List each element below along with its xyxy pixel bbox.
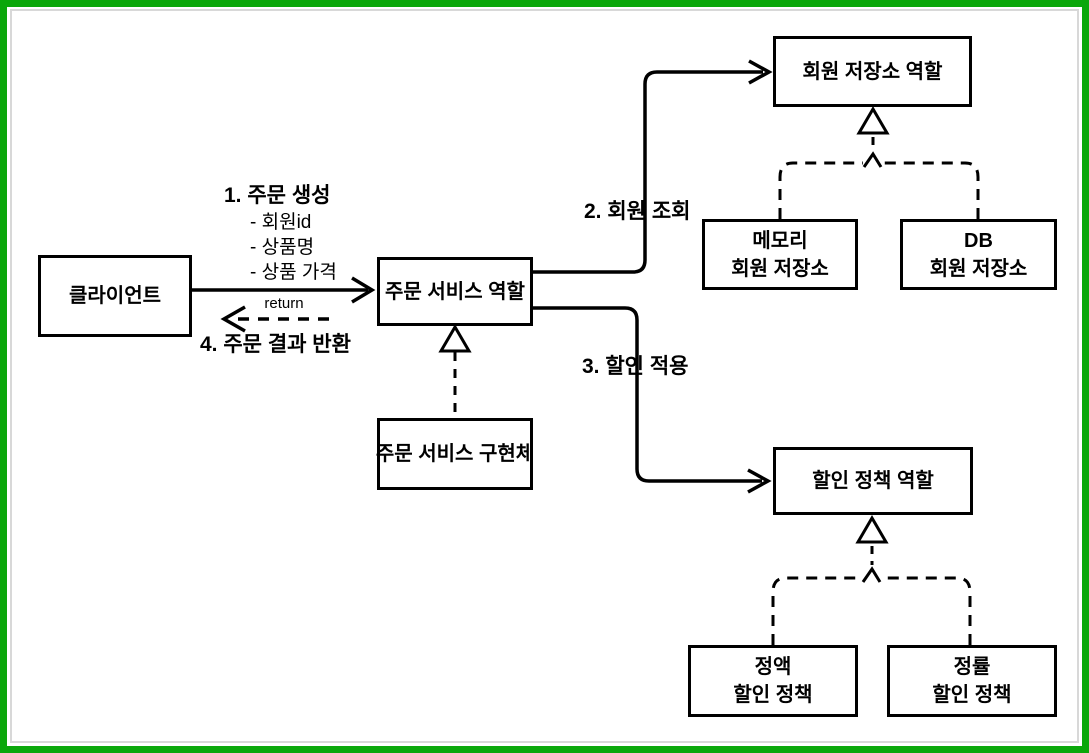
arrow-member-lookup [533, 59, 773, 274]
arrow-return [220, 305, 333, 333]
box-db-member-repo-line1: DB [964, 229, 993, 252]
diagram-page [7, 7, 1082, 746]
box-memory-member-repo-line2: 회원 저장소 [731, 257, 829, 280]
merge-caret-member [862, 151, 883, 168]
label-step1-params: - 회원id - 상품명 - 상품 가격 [250, 210, 337, 285]
box-db-member-repo: DB 회원 저장소 [900, 219, 1057, 290]
box-fixed-discount-policy: 정액 할인 정책 [688, 645, 858, 717]
arrow-order-create [192, 276, 376, 304]
box-discount-policy-role: 할인 정책 역할 [773, 447, 973, 515]
box-member-repo-role-label: 회원 저장소 역할 [802, 60, 943, 83]
label-step1-param-item-price: - 상품 가격 [250, 262, 337, 283]
label-step3-discount-apply: 3. 할인 적용 [582, 355, 689, 378]
box-discount-policy-role-label: 할인 정책 역할 [812, 470, 934, 492]
realization-discount-policies [771, 515, 972, 645]
label-step4-order-result: 4. 주문 결과 반환 [200, 333, 351, 356]
box-rate-discount-policy: 정률 할인 정책 [887, 645, 1057, 717]
box-order-service-impl-label: 주문 서비스 구현체 [375, 443, 535, 465]
box-fixed-discount-policy-line2: 할인 정책 [733, 684, 813, 706]
label-step2-member-lookup: 2. 회원 조회 [584, 200, 691, 223]
box-memory-member-repo: 메모리 회원 저장소 [702, 219, 858, 290]
box-order-service-role: 주문 서비스 역할 [377, 257, 533, 326]
label-step1-param-member-id: - 회원id [250, 212, 312, 233]
realization-order-service [438, 324, 472, 418]
box-rate-discount-policy-line1: 정률 [953, 656, 991, 678]
label-step1-order-create: 1. 주문 생성 [224, 184, 331, 207]
box-memory-member-repo-line1: 메모리 [752, 229, 808, 252]
box-order-service-role-label: 주문 서비스 역할 [385, 280, 525, 303]
box-client: 클라이언트 [38, 255, 192, 337]
box-rate-discount-policy-line2: 할인 정책 [932, 684, 1012, 706]
hollow-triangle-member [856, 106, 890, 135]
page-inner-border [10, 9, 1079, 743]
box-order-service-impl: 주문 서비스 구현체 [375, 418, 535, 490]
box-client-label: 클라이언트 [69, 285, 161, 307]
hollow-triangle-discount [855, 515, 889, 544]
label-return: return [264, 295, 304, 312]
merge-caret-discount [861, 566, 882, 583]
realization-member-repos [778, 106, 980, 219]
box-fixed-discount-policy-line1: 정액 [754, 656, 792, 678]
box-db-member-repo-line2: 회원 저장소 [929, 257, 1028, 280]
box-member-repo-role: 회원 저장소 역할 [773, 36, 972, 107]
label-step1-param-item-name: - 상품명 [250, 237, 315, 258]
arrow-discount-apply [533, 306, 772, 494]
hollow-triangle-order [438, 324, 472, 353]
